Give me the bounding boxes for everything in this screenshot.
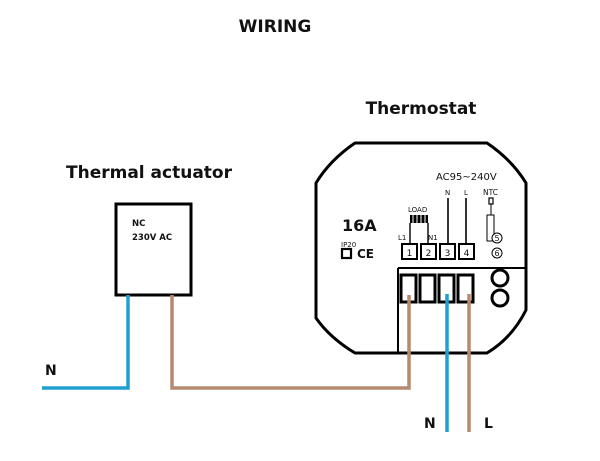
load-relay-icon	[409, 215, 429, 245]
actuator-label: Thermal actuator	[66, 163, 233, 183]
terminal-panel-frame	[397, 267, 526, 353]
ntc-terminal-5-number: 5	[494, 234, 499, 243]
screw-terminal-block	[399, 273, 475, 304]
terminal-3-number: 3	[445, 249, 451, 259]
terminal-n1-label: N1	[428, 234, 438, 242]
double-insulation-icon	[340, 247, 353, 260]
terminal-4: 4	[458, 243, 475, 260]
load-label: LOAD	[408, 206, 427, 214]
terminal-l-label: L	[464, 189, 468, 197]
diagram-title: WIRING	[239, 17, 312, 37]
supply-neutral-label: N	[424, 416, 436, 432]
actuator-type: NC	[132, 219, 145, 229]
ntc-terminal-5: 5	[491, 232, 503, 244]
terminal-n-label: N	[445, 189, 450, 197]
terminal-4-number: 4	[464, 249, 470, 259]
port-circle-top-icon	[490, 268, 510, 288]
ip-rating: IP20	[341, 241, 356, 249]
terminal-1: 1	[401, 243, 418, 260]
actuator-neutral-label: N	[45, 363, 57, 379]
actuator-load-wire	[170, 295, 411, 390]
actuator-voltage: 230V AC	[132, 233, 172, 243]
thermostat-housing	[314, 141, 528, 355]
current-rating: 16A	[342, 216, 377, 235]
terminal-2-number: 2	[426, 249, 432, 259]
terminal-1-number: 1	[407, 249, 413, 259]
terminal-2: 2	[420, 243, 437, 260]
supply-live-label: L	[484, 416, 493, 432]
ntc-terminal-6-number: 6	[494, 249, 499, 258]
thermostat-label: Thermostat	[366, 99, 477, 119]
port-circle-bottom-icon	[490, 288, 510, 308]
ce-mark-icon: CE	[357, 247, 374, 261]
ntc-label: NTC	[483, 188, 498, 197]
ntc-terminal-6: 6	[491, 247, 503, 259]
terminal-3: 3	[439, 243, 456, 260]
supply-voltage-label: AC95~240V	[436, 172, 497, 183]
ntc-sensor-icon	[486, 197, 495, 242]
actuator-neutral-wire	[42, 295, 130, 390]
terminal-l1-label: L1	[398, 234, 406, 242]
actuator-box	[114, 202, 193, 297]
